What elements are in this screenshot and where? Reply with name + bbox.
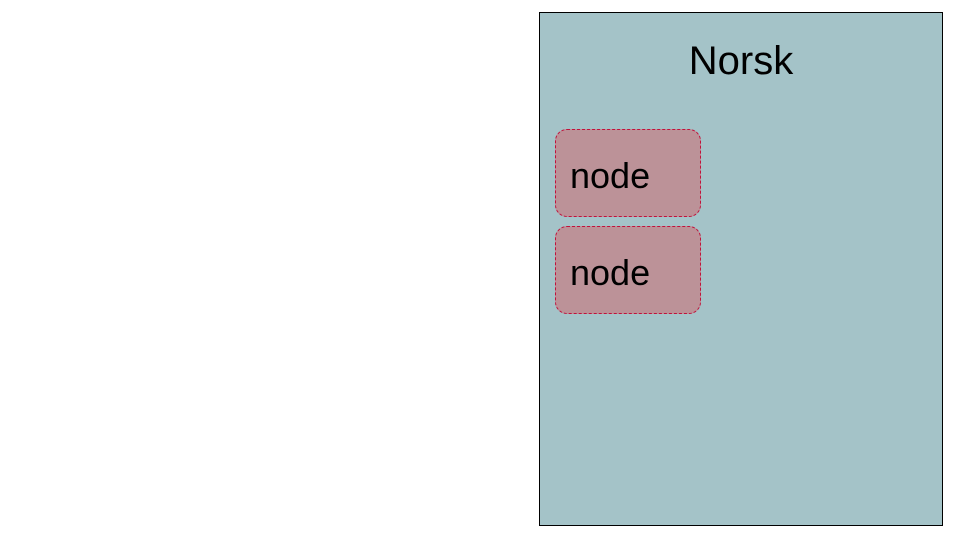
node-box[interactable]: node [555, 129, 701, 217]
norsk-panel: Norsk node node [539, 12, 943, 526]
node-box[interactable]: node [555, 226, 701, 314]
panel-title: Norsk [688, 39, 794, 83]
node-label: node [570, 252, 651, 293]
node-label: node [570, 155, 651, 196]
